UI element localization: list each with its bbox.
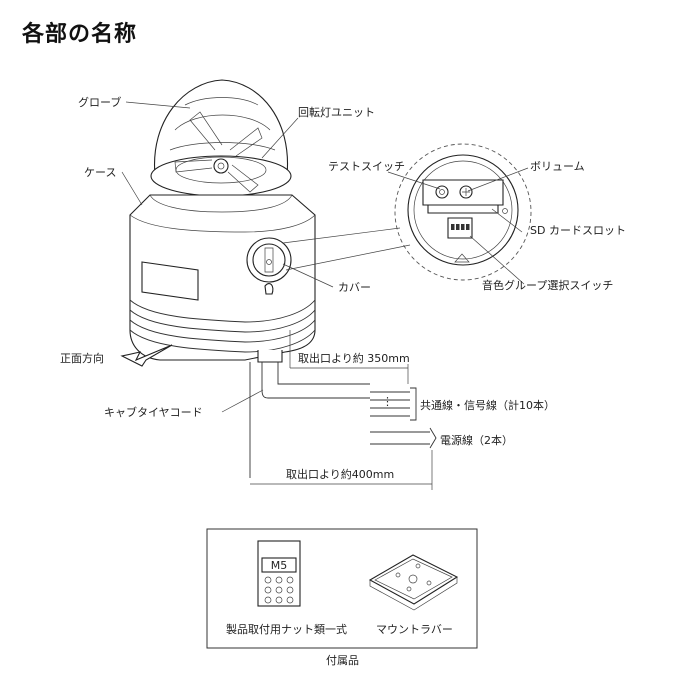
label-nut-set: 製品取付用ナット類一式	[226, 622, 347, 636]
label-signal-wires: 共通線・信号線（計10本）	[420, 398, 555, 412]
nut-size-label: M5	[271, 559, 288, 572]
label-cable-350: 取出口より約 350mm	[298, 351, 410, 365]
detail-inset	[282, 143, 532, 281]
label-globe: グローブ	[78, 95, 121, 109]
label-accessories: 付属品	[326, 654, 359, 667]
rotating-center-hub	[213, 158, 229, 174]
dip-switch-2	[456, 224, 460, 230]
label-cable-400: 取出口より約400mm	[286, 467, 394, 481]
label-case: ケース	[84, 166, 116, 179]
test-switch-knob	[435, 185, 449, 199]
cables: ⋮	[249, 330, 437, 490]
label-volume: ボリューム	[530, 160, 585, 173]
dip-switch-3	[461, 224, 465, 230]
side-cover	[246, 237, 292, 295]
rotating-light-unit	[129, 79, 316, 363]
label-test-switch: テストスイッチ	[328, 160, 405, 173]
svg-text:⋮: ⋮	[382, 395, 393, 408]
triangle-mark	[454, 253, 470, 263]
label-mount-rubber: マウントラバー	[376, 623, 453, 636]
label-cabtire-cord: キャブタイヤコード	[104, 405, 203, 419]
nut-set-card	[257, 540, 301, 607]
inset-dashed-boundary	[394, 143, 532, 281]
leader-lines	[121, 101, 529, 413]
mount-rubber-drawing	[368, 554, 459, 611]
accessories-box: M5 製品取付用ナット類一式 マウントラバー	[206, 528, 478, 649]
label-power-wires: 電源線（2本）	[440, 433, 513, 447]
label-sd-slot: SD カードスロット	[530, 224, 626, 237]
page-title: 各部の名称	[22, 22, 138, 47]
nut-icons	[264, 576, 294, 604]
label-cover: カバー	[338, 281, 371, 294]
label-tone-switch: 音色グループ選択スイッチ	[482, 278, 613, 292]
dip-switch-1	[451, 224, 455, 230]
dip-switch-4	[466, 224, 470, 230]
label-rotating-unit: 回転灯ユニット	[298, 106, 375, 119]
sd-card-slot	[427, 204, 499, 214]
front-window	[141, 261, 199, 301]
front-direction-arrow	[120, 344, 173, 367]
label-front-direction: 正面方向	[60, 351, 104, 365]
